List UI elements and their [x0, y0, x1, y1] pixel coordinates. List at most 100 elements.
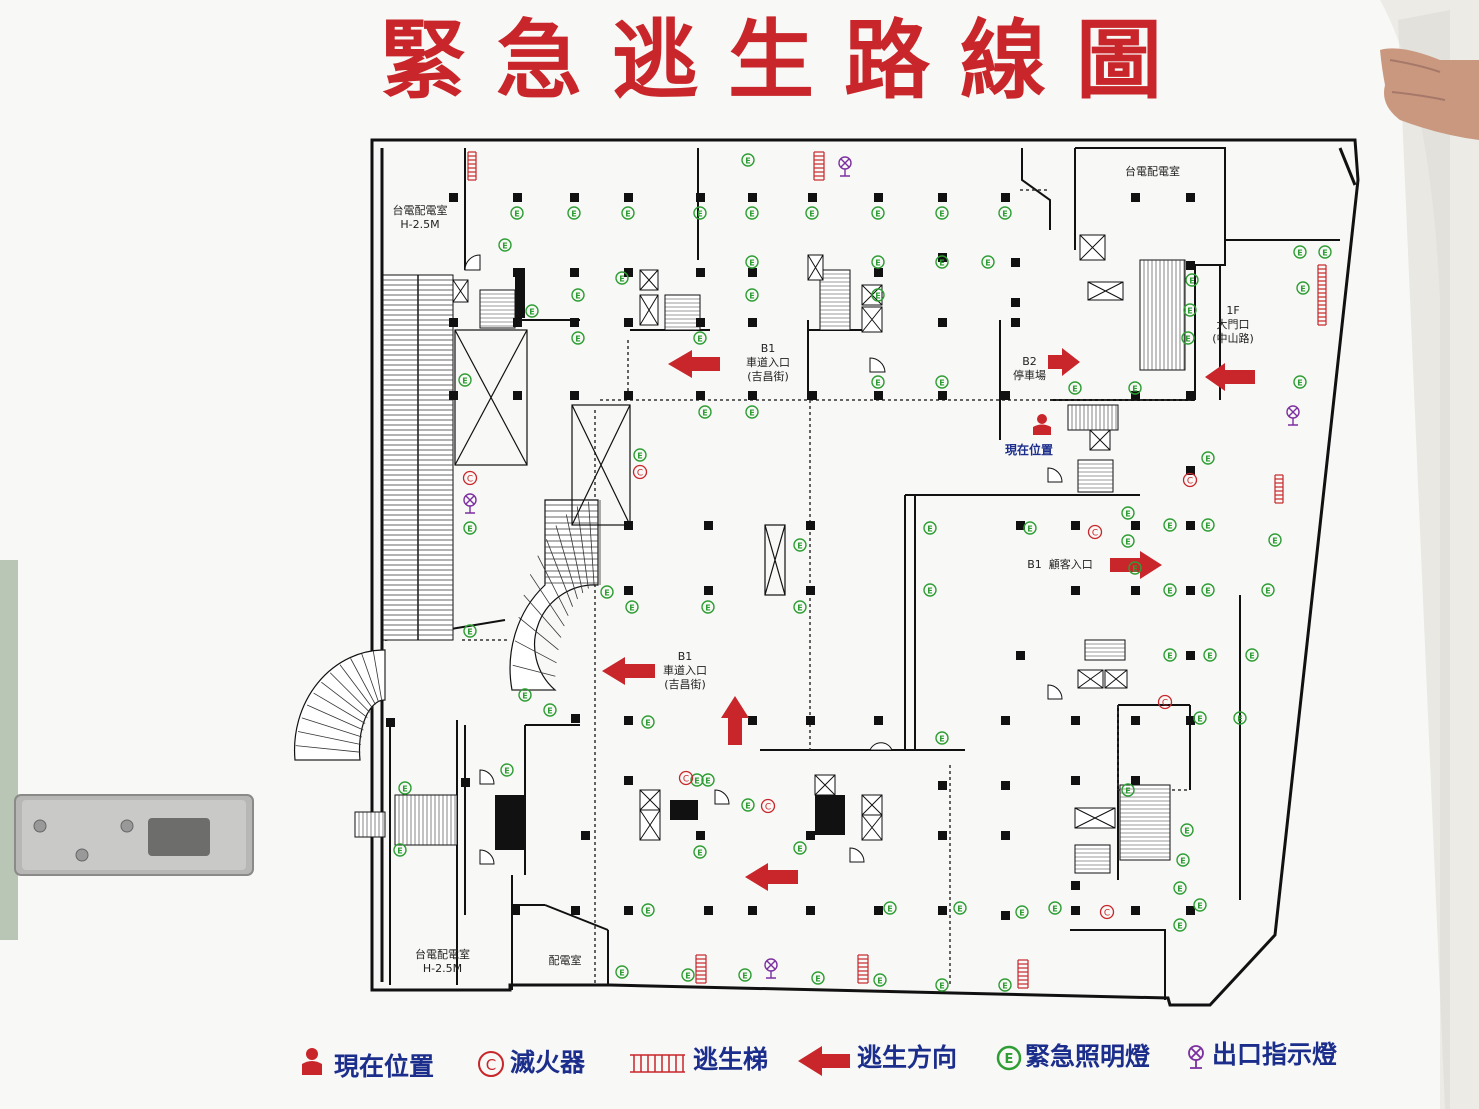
svg-text:E: E [749, 259, 754, 268]
emergency-light-icon: E [498, 238, 512, 252]
emergency-light-icon: E [741, 798, 755, 812]
column [748, 391, 757, 400]
svg-text:E: E [1052, 905, 1057, 914]
zone-level: B1 [760, 342, 776, 355]
column [704, 586, 713, 595]
column [624, 586, 633, 595]
you-are-here-marker [1033, 414, 1051, 435]
svg-text:E: E [705, 604, 710, 613]
emergency-light-icon: E [615, 271, 629, 285]
emergency-light-icon: E [633, 448, 647, 462]
emergency-light-icon: E [681, 968, 695, 982]
emergency-light-icon: E [996, 1045, 1022, 1071]
column [513, 391, 522, 400]
column [806, 906, 815, 915]
column [1186, 586, 1195, 595]
zone-name: 停車場 [1013, 369, 1046, 382]
svg-text:E: E [745, 802, 750, 811]
svg-text:E: E [875, 292, 880, 301]
svg-text:E: E [645, 907, 650, 916]
svg-text:E: E [875, 379, 880, 388]
legend-label-extinguisher: 滅火器 [510, 1048, 586, 1077]
column [1186, 391, 1195, 400]
legend-label-current-position: 現在位置 [334, 1052, 435, 1081]
column [1131, 906, 1140, 915]
column [696, 391, 705, 400]
emergency-light-icon: E [693, 206, 707, 220]
elevator-shafts [454, 329, 786, 596]
zone-b1-customer: B1 顧客入口 [1015, 558, 1105, 572]
svg-text:C: C [486, 1056, 496, 1074]
svg-text:E: E [1205, 455, 1210, 464]
column [874, 193, 883, 202]
svg-text:E: E [702, 409, 707, 418]
column [874, 391, 883, 400]
column [938, 391, 947, 400]
column [1001, 911, 1010, 920]
column [624, 318, 633, 327]
column [570, 268, 579, 277]
column [806, 586, 815, 595]
extinguisher-icon: C [1099, 904, 1115, 920]
svg-text:E: E [1005, 1052, 1014, 1067]
emergency-light-icon: E [1173, 881, 1187, 895]
column [449, 318, 458, 327]
emergency-light-icon: E [745, 288, 759, 302]
emergency-light-icon: E [1201, 518, 1215, 532]
emergency-light-icon: E [1293, 375, 1307, 389]
emergency-light-icon: E [1201, 451, 1215, 465]
column [806, 521, 815, 530]
svg-text:E: E [547, 707, 552, 716]
svg-text:E: E [1132, 385, 1137, 394]
svg-text:E: E [939, 259, 944, 268]
svg-text:E: E [1297, 249, 1302, 258]
column [938, 781, 947, 790]
svg-text:E: E [1205, 522, 1210, 531]
svg-text:E: E [1002, 210, 1007, 219]
column [570, 193, 579, 202]
column [624, 193, 633, 202]
emergency-light-icon: E [935, 978, 949, 992]
svg-text:E: E [629, 604, 634, 613]
emergency-light-icon: E [1048, 901, 1062, 915]
emergency-light-icon: E [1176, 853, 1190, 867]
svg-text:E: E [1027, 525, 1032, 534]
svg-text:E: E [645, 719, 650, 728]
svg-text:E: E [809, 210, 814, 219]
emergency-light-icon: E [600, 585, 614, 599]
svg-text:E: E [1297, 379, 1302, 388]
column [624, 268, 633, 277]
column [1186, 193, 1195, 202]
svg-text:E: E [1167, 652, 1172, 661]
column [1001, 193, 1010, 202]
svg-text:E: E [705, 777, 710, 786]
left-escape-stair [382, 274, 454, 641]
outer-walls [370, 138, 1360, 1007]
emergency-light-icon: E [935, 206, 949, 220]
column [1071, 881, 1080, 890]
svg-text:E: E [1300, 285, 1305, 294]
emergency-light-icon: E [745, 255, 759, 269]
legend-icons: C E [302, 1045, 1204, 1077]
column [513, 318, 522, 327]
small-stair-treads [358, 260, 1185, 870]
extinguisher-icon: C [478, 1051, 504, 1077]
column [1131, 586, 1140, 595]
svg-text:E: E [1249, 652, 1254, 661]
emergency-light-icon: E [981, 255, 995, 269]
column [1001, 391, 1010, 400]
column [1131, 391, 1140, 400]
column [1186, 906, 1195, 915]
zone-name: 顧客入口 [1048, 558, 1093, 571]
emergency-light-icon: E [567, 206, 581, 220]
svg-text:E: E [742, 972, 747, 981]
emergency-light-icon: E [398, 781, 412, 795]
column [704, 521, 713, 530]
column [1186, 466, 1195, 475]
column [570, 318, 579, 327]
column [748, 193, 757, 202]
column [748, 318, 757, 327]
svg-text:E: E [877, 977, 882, 986]
exit-sign-icon [838, 156, 852, 177]
emergency-light-icon: E [1163, 583, 1177, 597]
